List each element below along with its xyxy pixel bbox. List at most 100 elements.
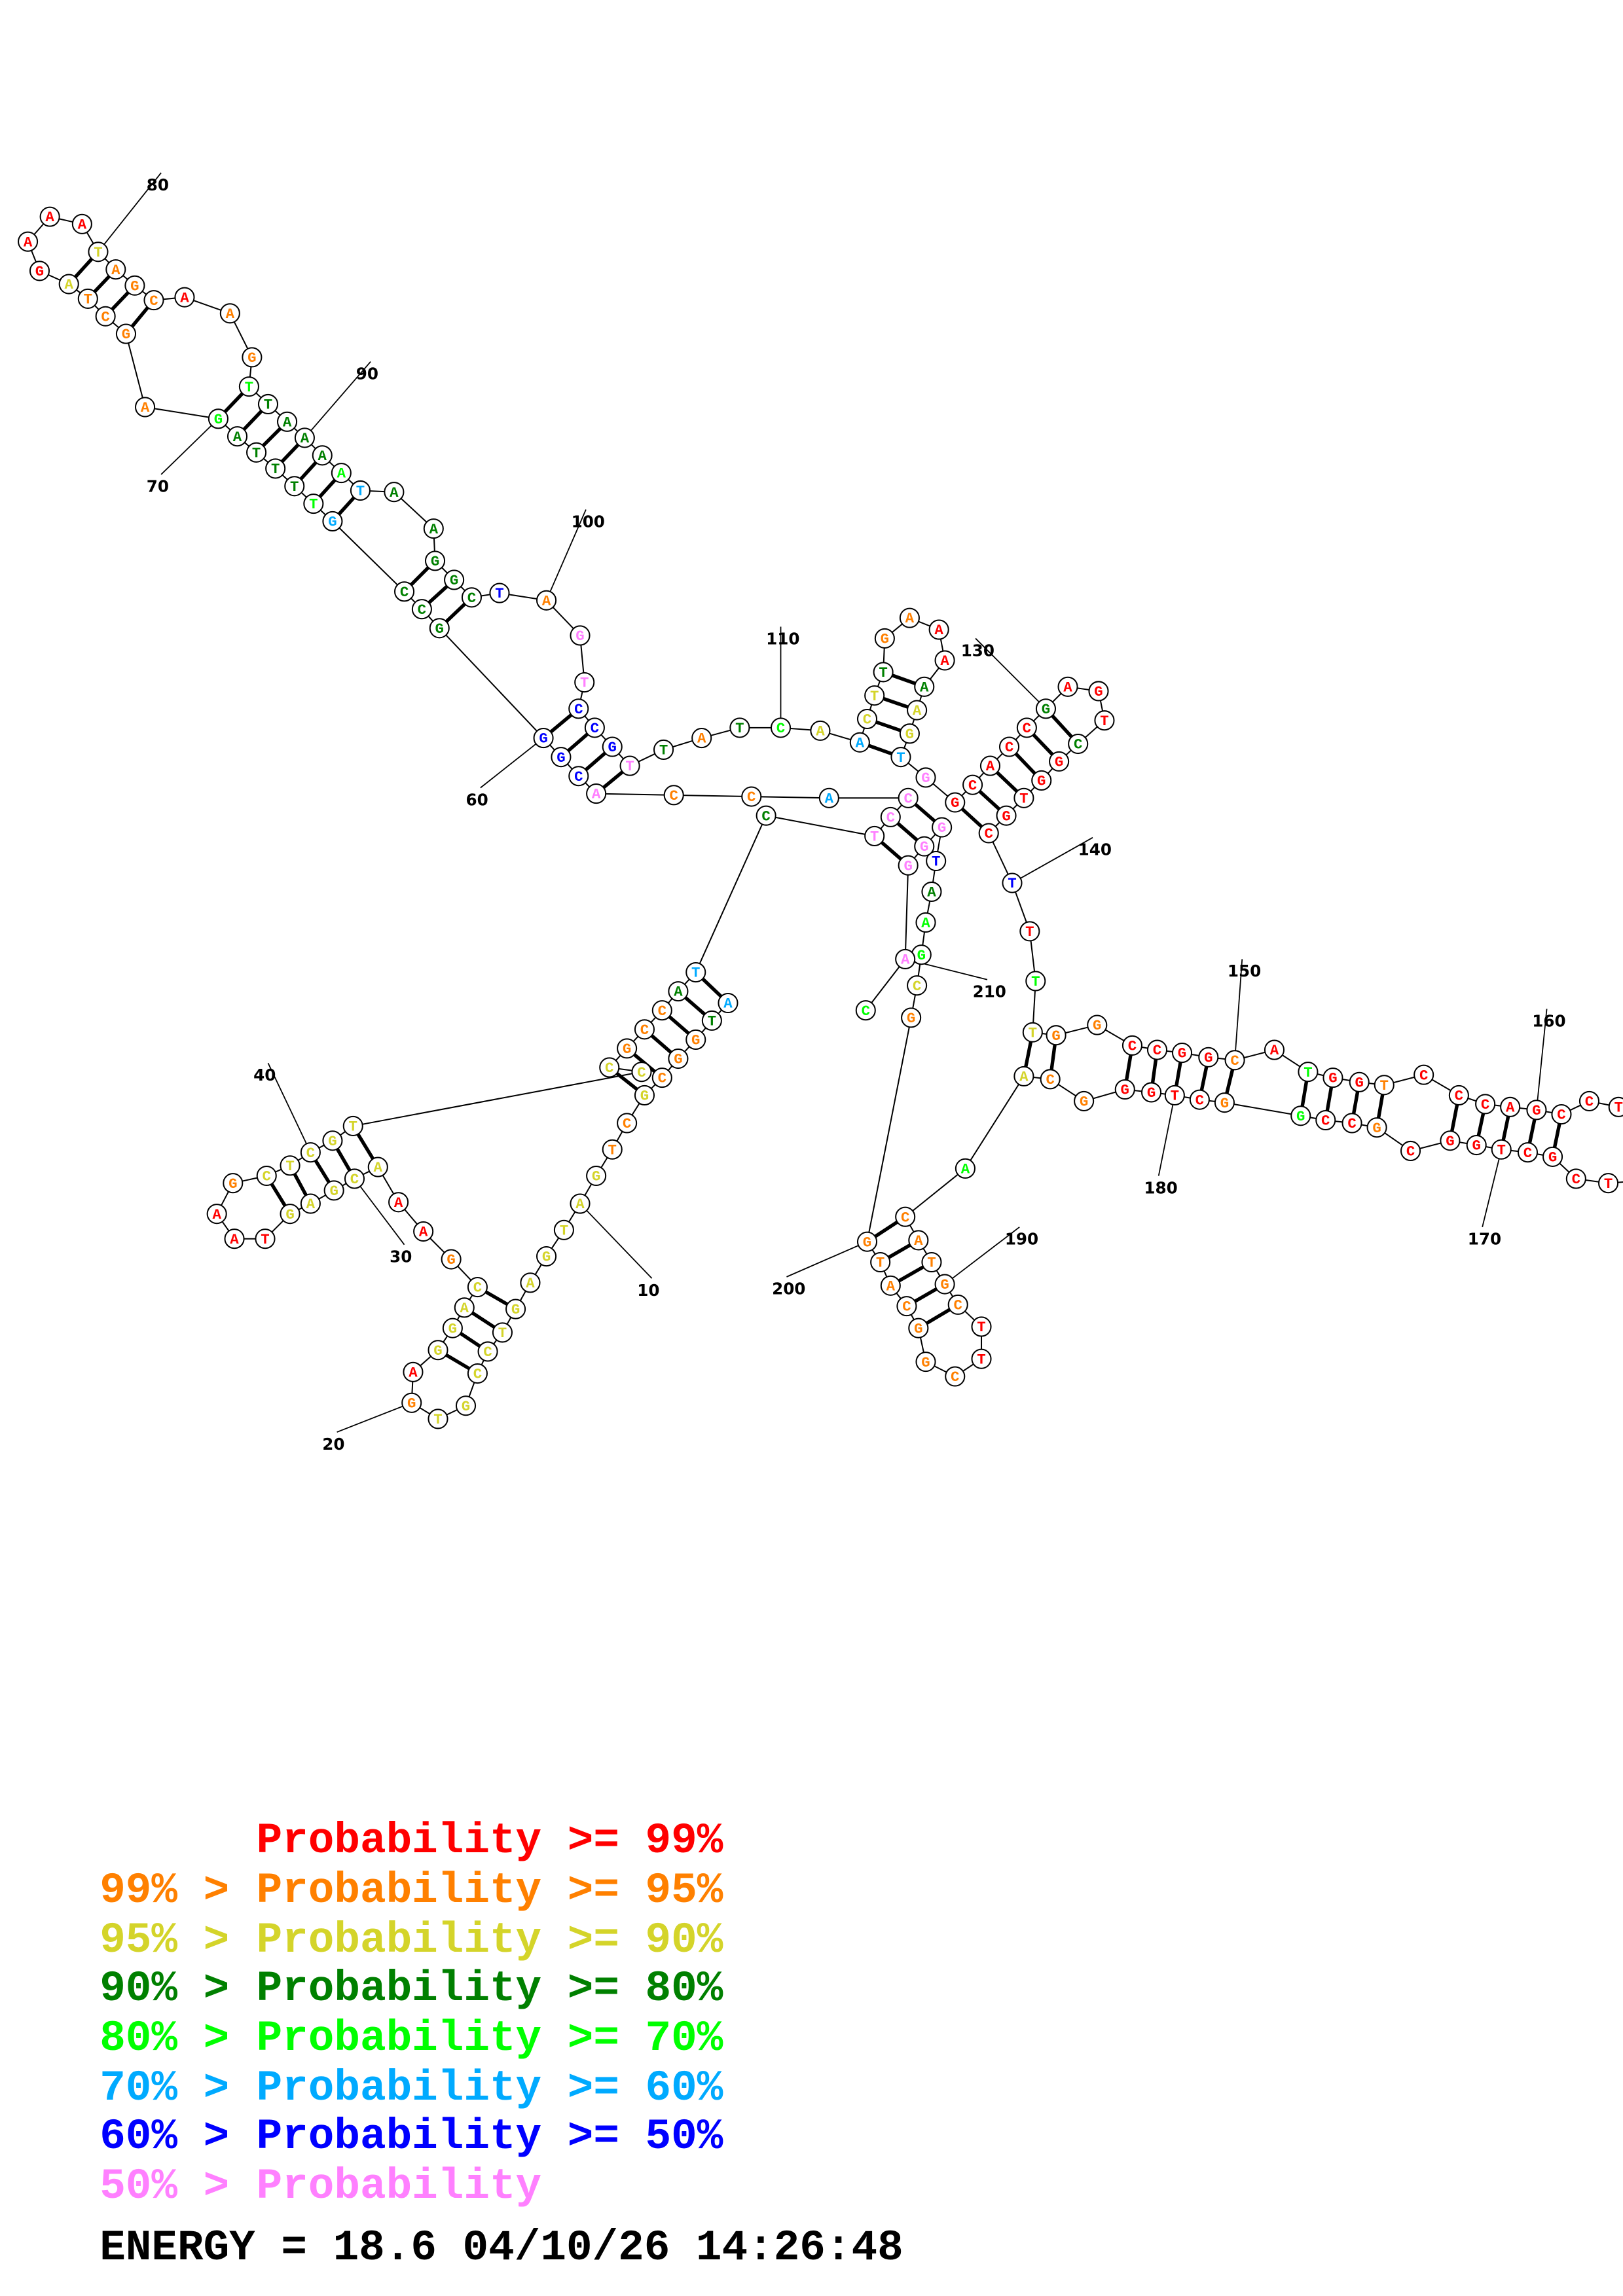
nucleotide: A [536,590,557,611]
nucleotide-base: G [433,1342,442,1359]
legend-prefix-6: 60% > [100,2112,229,2161]
base-pair-bond [684,996,706,1016]
nucleotide-circle [492,1322,513,1343]
position-label: 30 [390,1247,412,1266]
nucleotide-base: A [961,1160,970,1177]
nucleotide: T [1374,1075,1395,1096]
nucleotide-base: C [574,768,583,785]
nucleotide-base: T [309,496,318,513]
nucleotide-base: G [462,1398,470,1415]
nucleotide: C [1040,1069,1061,1090]
nucleotide-circle [1114,1079,1135,1100]
base-pair-bond [242,410,263,431]
nucleotide-circle [489,583,510,603]
nucleotide-circle [914,836,935,857]
nucleotide-base: C [1074,736,1082,753]
base-pair-bond [925,1308,951,1325]
nucleotide-base: A [318,448,327,465]
nucleotide: A [921,881,942,903]
nucleotide-base: G [431,553,439,570]
nucleotide: C [1517,1142,1539,1163]
nucleotide: T [574,672,595,693]
nucleotide: C [1400,1140,1421,1162]
base-pair-bond [1175,1062,1182,1086]
nucleotide-circle [461,587,483,608]
nucleotide-circle [428,1340,448,1361]
nucleotide-base: T [252,444,261,461]
nucleotide-base: G [214,411,223,428]
nucleotide-base: A [337,465,346,482]
base-pair-bond [887,1243,911,1259]
nucleotide-base: G [1220,1095,1229,1112]
nucleotide-base: T [1304,1064,1312,1081]
nucleotide-circle [1146,1039,1168,1060]
nucleotide-circle [88,242,109,262]
nucleotide: A [915,912,936,933]
nucleotide: G [1198,1047,1219,1067]
legend-text-6: Probability >= 50% [257,2112,723,2161]
nucleotide: C [568,698,589,719]
nucleotide-circle [1290,1105,1311,1126]
nucleotide-base: T [261,1231,269,1248]
base-pair-bond [978,789,1001,811]
nucleotide-base: A [65,276,74,293]
position-label: 160 [1532,1011,1565,1030]
nucleotide-base: A [180,289,189,306]
position-label: 20 [322,1435,344,1454]
nucleotide: G [915,767,936,788]
nucleotide-circle [1122,1035,1143,1056]
nucleotide-circle [1413,1064,1434,1085]
nucleotide-circle [505,1299,526,1319]
nucleotide: A [907,700,928,721]
nucleotide-circle [1517,1142,1539,1163]
nucleotide-circle [896,1296,917,1317]
nucleotide-base: A [592,786,601,803]
nucleotide-base: C [400,584,409,601]
nucleotide-base: G [905,726,914,743]
position-label: 100 [572,512,605,531]
backbone-segment [904,865,909,960]
nucleotide: G [323,1180,344,1201]
position-label: 200 [772,1280,805,1299]
nucleotide-base: A [986,758,995,775]
nucleotide-base: A [212,1206,221,1223]
nucleotide-circle [570,625,591,646]
nucleotide-base: A [575,1196,585,1213]
nucleotide: A [979,755,1000,776]
position-label: 110 [766,629,799,648]
base-pair-bond [898,1265,924,1283]
nucleotide: G [586,1165,607,1187]
nucleotide-base: G [1532,1102,1541,1119]
base-pair-bond [1376,1094,1385,1119]
nucleotide: T [1022,1022,1043,1043]
nucleotide-base: C [1005,739,1013,756]
nucleotide-circle [1171,1043,1193,1064]
nucleotide-circle [914,676,935,697]
nucleotide-circle [280,1204,301,1225]
nucleotide-circle [947,1294,968,1315]
nucleotide-circle [403,1361,424,1382]
nucleotide-base: T [977,1319,985,1336]
backbone-segment [765,815,875,837]
nucleotide: C [477,1341,498,1362]
nucleotide-circle [384,482,405,503]
nucleotide: C [568,766,589,787]
nucleotide: G [1046,1025,1067,1046]
nucleotide-base: G [1051,1028,1060,1045]
nucleotide: A [454,1297,475,1318]
base-pair-bond [270,1183,287,1207]
nucleotide-base: G [407,1395,416,1412]
nucleotide: G [1114,1079,1135,1100]
nucleotide: C [461,587,483,608]
nucleotide-base: G [448,1320,457,1337]
nucleotide-base: G [863,1234,871,1251]
nucleotide: C [907,975,928,996]
nucleotide-base: C [658,1003,666,1020]
nucleotide-base: G [1094,683,1103,700]
nucleotide: C [856,708,878,730]
nucleotide-circle [870,1251,891,1273]
position-tick [545,509,587,601]
nucleotide-circle [442,1318,463,1338]
nucleotide: T [1013,787,1034,808]
nucleotide: T [864,825,885,847]
